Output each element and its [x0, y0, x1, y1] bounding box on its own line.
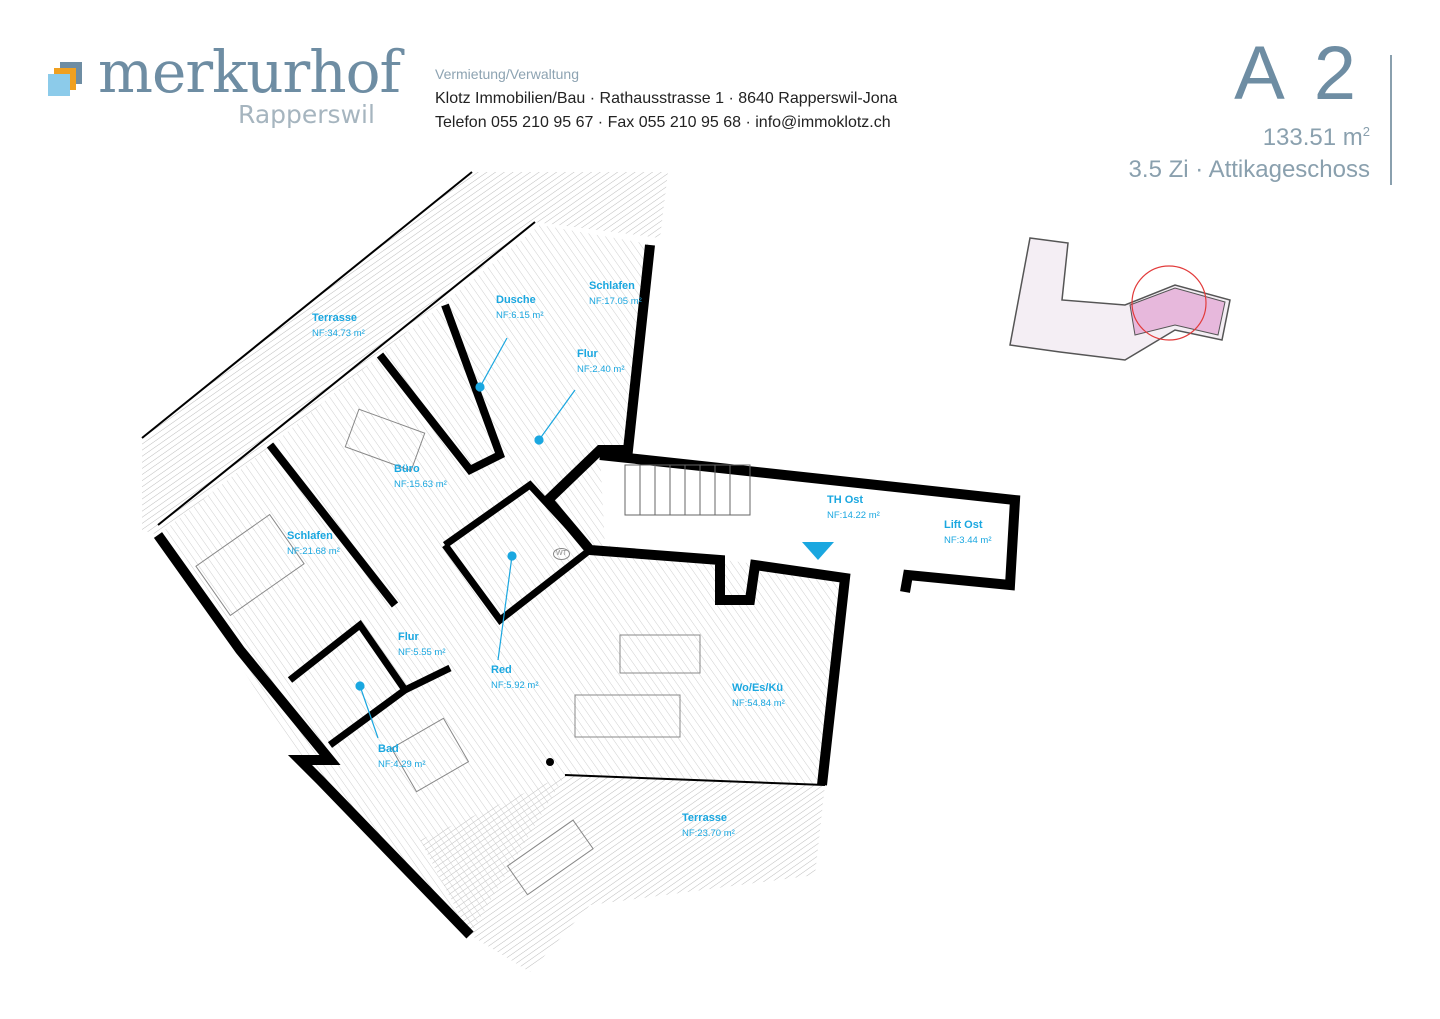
brand-logo: merkurhof	[98, 38, 401, 106]
key-plan	[1009, 237, 1231, 361]
walls	[141, 171, 1021, 939]
contact-label: Vermietung/Verwaltung	[435, 66, 579, 82]
unit-name: A 2	[1234, 31, 1362, 116]
contact-address: Klotz Immobilien/Bau · Rathausstrasse 1 …	[435, 90, 898, 107]
logo-mark-icon	[48, 62, 82, 96]
unit-area: 133.51 m2	[1263, 124, 1370, 152]
room-pointers	[355, 337, 576, 739]
divider	[1390, 55, 1392, 185]
unit-area-sup: 2	[1362, 124, 1370, 139]
entrance-arrow-icon	[802, 542, 834, 560]
keyplan-highlight-circle	[1131, 265, 1207, 341]
unit-area-value: 133.51 m	[1262, 124, 1363, 151]
contact-phone: Telefon 055 210 95 67 · Fax 055 210 95 6…	[435, 114, 891, 131]
washer-label: WT	[553, 548, 570, 560]
furniture	[195, 408, 701, 896]
unit-rooms-floor: 3.5 Zi · Attikageschoss	[1128, 156, 1370, 183]
staircase	[624, 464, 751, 516]
brand-subtitle: Rapperswil	[238, 100, 375, 129]
column-marker	[546, 758, 554, 766]
